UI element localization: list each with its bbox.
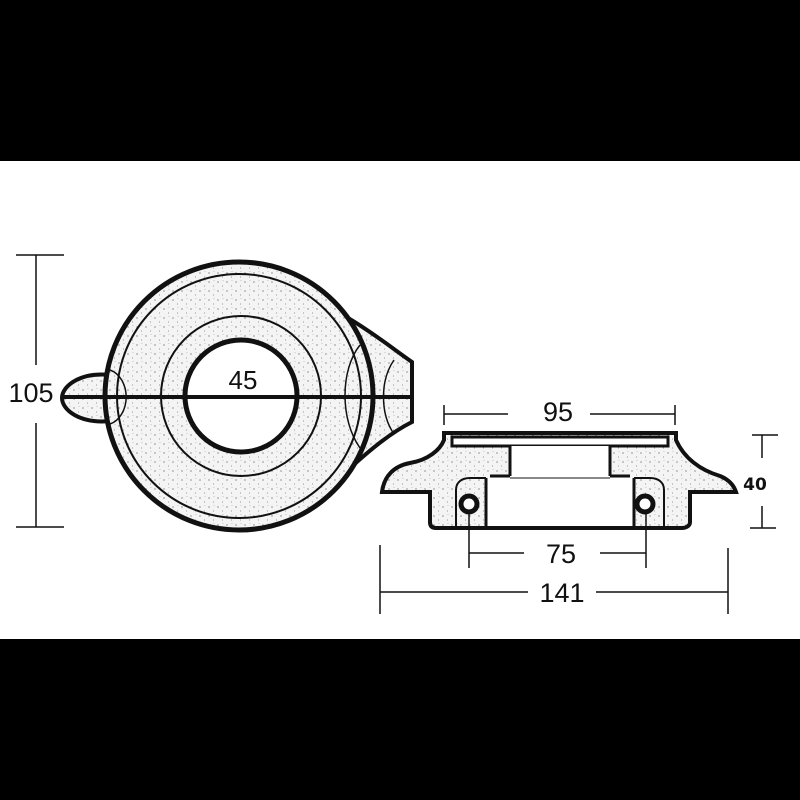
overall-width-label: 141 xyxy=(539,578,584,608)
upper-opening xyxy=(510,446,610,478)
top-view: 45 xyxy=(59,259,414,533)
top-width-label: 95 xyxy=(543,397,573,427)
dimension-75: 75 xyxy=(468,512,647,569)
top-flange xyxy=(450,435,670,448)
right-mounting-hole xyxy=(634,493,656,515)
height-label: 40 xyxy=(743,475,767,495)
bottom-letterbox-band xyxy=(0,639,800,800)
bore-diameter-label: 45 xyxy=(229,365,258,395)
overall-height-label: 105 xyxy=(8,378,53,408)
dimension-105: 105 xyxy=(8,254,64,528)
lower-cavity xyxy=(486,478,634,526)
dimension-40: 40 xyxy=(743,434,778,529)
hole-spacing-label: 75 xyxy=(546,539,576,569)
left-hole-boss xyxy=(455,477,486,526)
left-mounting-hole xyxy=(458,493,480,515)
side-view xyxy=(379,431,739,530)
top-letterbox-band xyxy=(0,0,800,161)
right-hole-boss xyxy=(634,477,665,526)
dimension-95: 95 xyxy=(443,397,676,427)
dimension-141: 141 xyxy=(379,545,729,614)
